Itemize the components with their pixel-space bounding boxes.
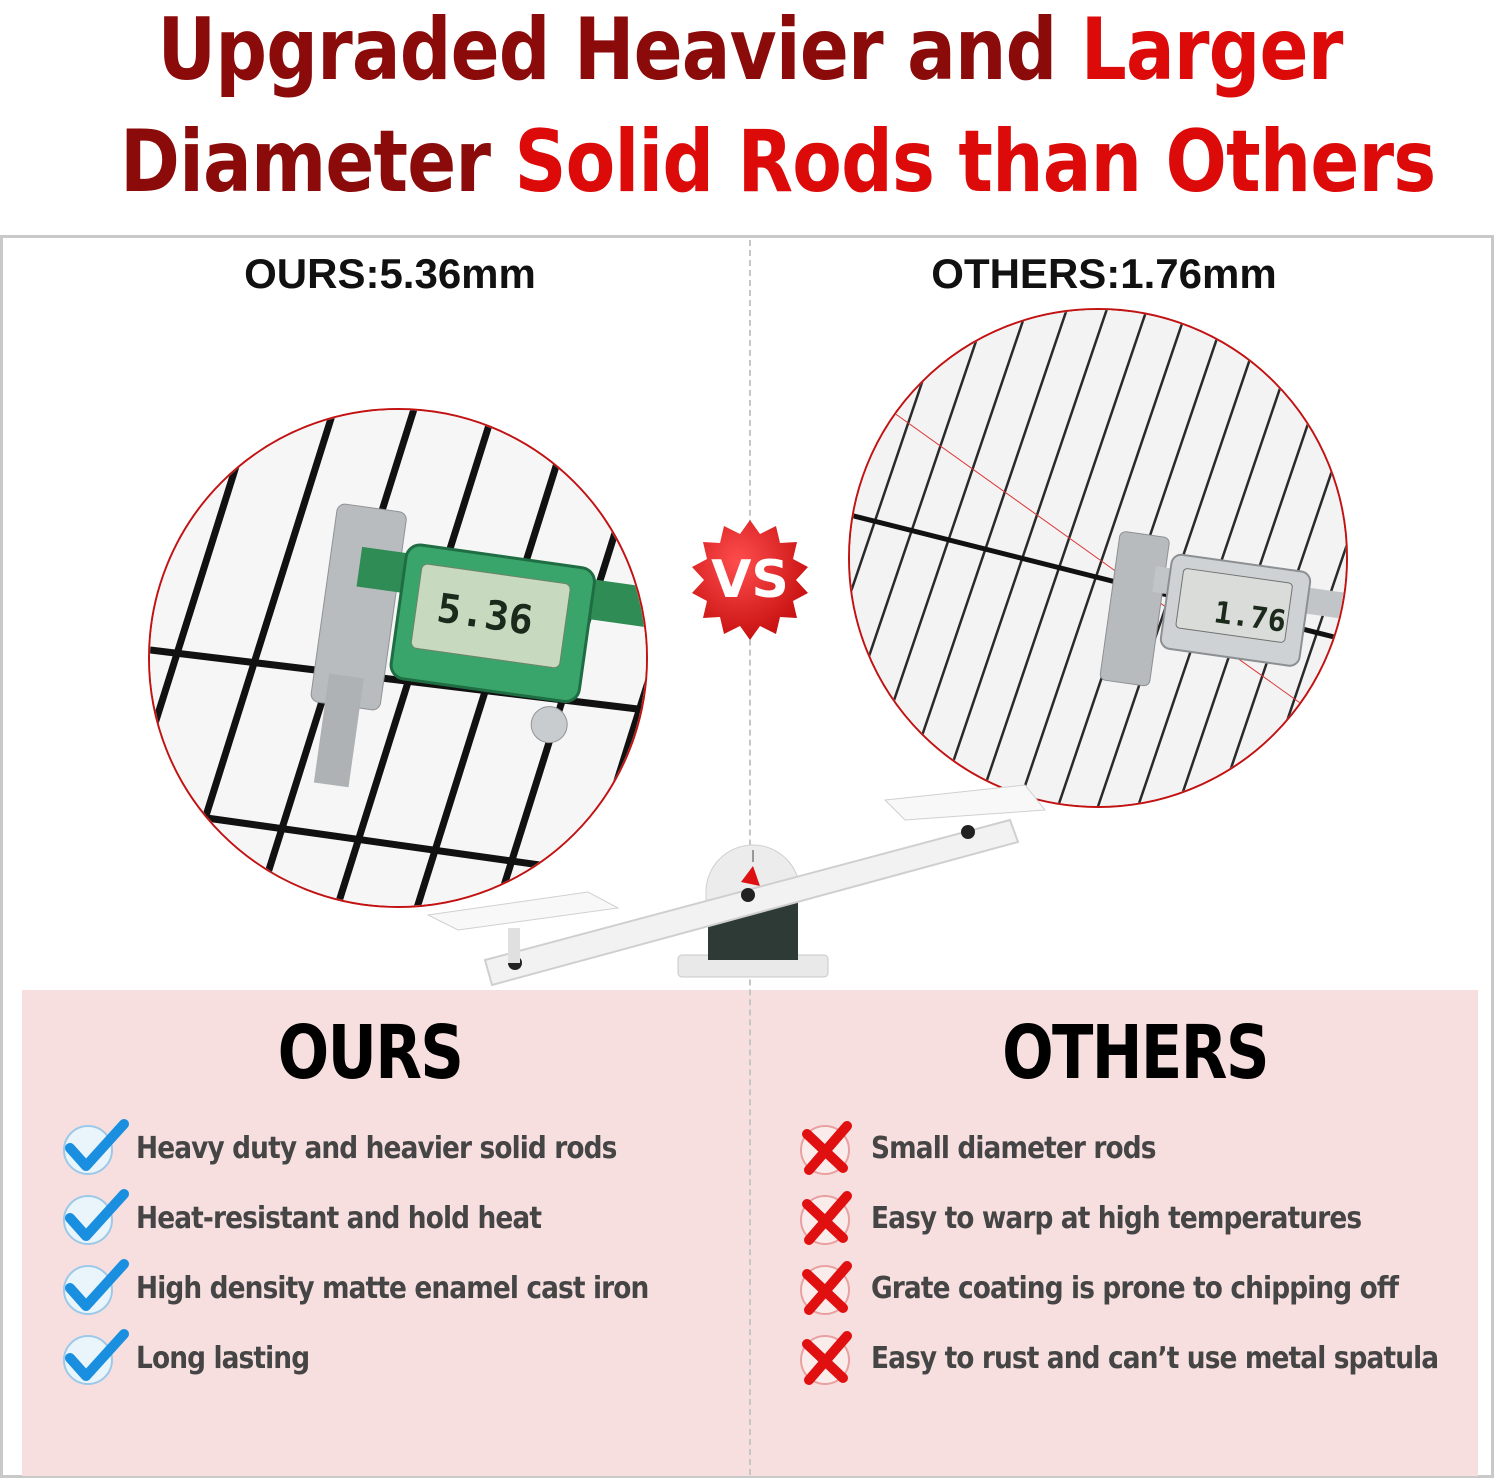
seesaw-scale-illustration	[426, 784, 1046, 987]
others-feature-2: Easy to warp at high temperatures	[795, 1188, 1428, 1248]
cross-icon	[795, 1188, 867, 1248]
check-icon	[60, 1118, 132, 1178]
ours-feature-1: Heavy duty and heavier solid rods	[60, 1118, 682, 1178]
others-feature-4: Easy to rust and can’t use metal spatula	[795, 1328, 1500, 1388]
headline-line-2-part-1: Diameter	[120, 112, 515, 212]
others-feature-text: Grate coating is prone to chipping off	[871, 1270, 1399, 1306]
ours-feature-text: Long lasting	[136, 1340, 310, 1376]
others-title: OTHERS	[1002, 1010, 1269, 1096]
cross-icon	[795, 1258, 867, 1318]
ours-grate-illustration	[150, 410, 646, 906]
headline-line-2: Diameter Solid Rods than Others	[120, 112, 1436, 212]
ours-measurement: OURS:5.36mm	[244, 250, 536, 297]
others-grate-closeup-image: 1.76	[848, 308, 1348, 808]
check-icon	[60, 1188, 132, 1248]
check-icon	[60, 1328, 132, 1388]
others-feature-text: Easy to rust and can’t use metal spatula	[871, 1340, 1439, 1376]
cross-icon	[795, 1118, 867, 1178]
comparison-frame	[0, 235, 1494, 1478]
others-grate-illustration	[850, 310, 1346, 806]
ours-feature-2: Heat-resistant and hold heat	[60, 1188, 596, 1248]
ours-feature-text: Heavy duty and heavier solid rods	[136, 1130, 617, 1166]
ours-feature-4: Long lasting	[60, 1328, 333, 1388]
headline-line-1-part-1: Upgraded Heavier and	[157, 0, 1081, 100]
headline-line-1-part-2: Larger	[1080, 0, 1344, 100]
others-feature-1: Small diameter rods	[795, 1118, 1194, 1178]
others-feature-text: Easy to warp at high temperatures	[871, 1200, 1362, 1236]
check-icon	[60, 1258, 132, 1318]
vs-badge-icon	[692, 520, 808, 640]
headline-line-1: Upgraded Heavier and Larger	[120, 0, 1380, 100]
ours-feature-text: Heat-resistant and hold heat	[136, 1200, 542, 1236]
others-feature-text: Small diameter rods	[871, 1130, 1156, 1166]
ours-title: OURS	[277, 1010, 464, 1096]
others-feature-3: Grate coating is prone to chipping off	[795, 1258, 1470, 1318]
ours-feature-text: High density matte enamel cast iron	[136, 1270, 649, 1306]
others-measurement: OTHERS:1.76mm	[931, 250, 1277, 297]
ours-grate-closeup-image: 5.36	[148, 408, 648, 908]
ours-feature-3: High density matte enamel cast iron	[60, 1258, 718, 1318]
cross-icon	[795, 1328, 867, 1388]
vs-label: VS	[711, 550, 789, 610]
headline-line-2-part-2: Solid Rods than Others	[514, 112, 1436, 212]
